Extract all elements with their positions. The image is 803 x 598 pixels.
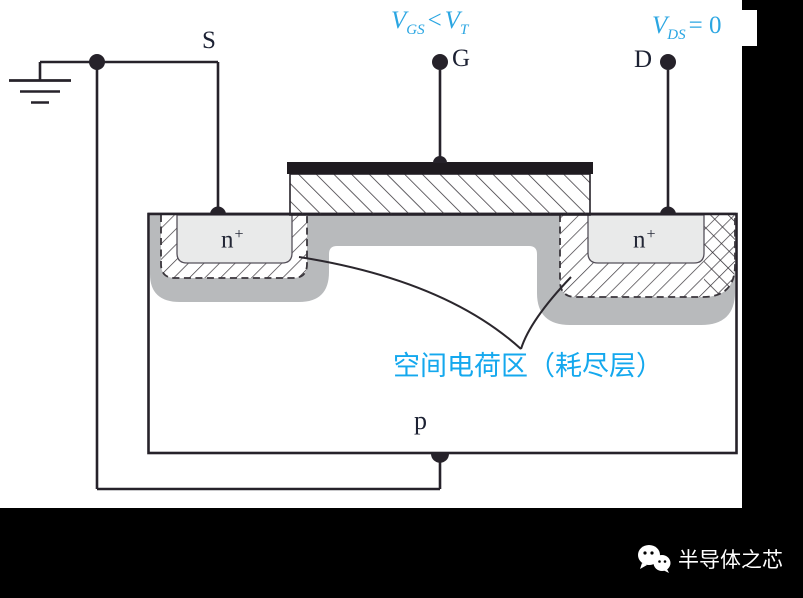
body-junction-dot bbox=[89, 54, 105, 70]
nplus-left-box bbox=[176, 214, 293, 264]
gate-oxide-hatch bbox=[289, 173, 591, 216]
depletion-callout-label: 空间电荷区（耗尽层） bbox=[393, 351, 663, 382]
source-contact-bump bbox=[210, 206, 226, 215]
gate-terminal-label: G bbox=[452, 45, 471, 72]
vds-condition-label: VDS= 0 bbox=[652, 12, 757, 43]
vgs-operator: < bbox=[427, 7, 442, 34]
bottom-black-band bbox=[0, 508, 803, 598]
gate-contact-bump bbox=[433, 156, 447, 163]
right-well-hatch-pattern-corner bbox=[704, 215, 735, 297]
nplus-left-base: n bbox=[221, 226, 234, 254]
vgs-sub2: T bbox=[460, 22, 469, 38]
vgs-v2: V bbox=[444, 7, 461, 34]
gate-metal-bar bbox=[287, 162, 593, 174]
drain-terminal-label: D bbox=[634, 46, 653, 73]
drain-terminal-dot bbox=[660, 54, 676, 70]
source-terminal-label: S bbox=[202, 27, 216, 54]
substrate-label: p bbox=[414, 406, 427, 435]
nplus-right-label: n+ bbox=[633, 226, 656, 254]
wiring bbox=[38, 60, 670, 491]
pointer-curve-right bbox=[520, 276, 572, 350]
ground-icon bbox=[9, 79, 71, 104]
vgs-condition-label: VGS<VT bbox=[391, 7, 468, 38]
vds-equals-zero: = 0 bbox=[688, 12, 722, 39]
left-well-dashed-border bbox=[160, 215, 308, 279]
nplus-right-sup: + bbox=[646, 226, 656, 243]
vds-label-patch: VDS= 0 bbox=[640, 10, 757, 46]
vds-v: V bbox=[652, 12, 668, 39]
nplus-left-sup: + bbox=[234, 226, 244, 243]
right-black-band bbox=[742, 0, 803, 598]
drain-contact-bump bbox=[660, 206, 676, 215]
body-contact-bump bbox=[431, 453, 449, 463]
nplus-left-label: n+ bbox=[221, 226, 244, 254]
gate-terminal-dot bbox=[432, 54, 448, 70]
wechat-bubbles-icon bbox=[638, 545, 671, 573]
depletion-pointer bbox=[298, 256, 572, 350]
vds-sub: DS bbox=[667, 27, 686, 43]
watermark-text: 半导体之芯 bbox=[678, 548, 783, 572]
pointer-curve-left bbox=[298, 256, 522, 350]
nplus-right-box bbox=[587, 214, 705, 264]
vgs-v1: V bbox=[391, 7, 407, 34]
nplus-right-base: n bbox=[633, 226, 646, 254]
vgs-sub1: GS bbox=[406, 22, 425, 38]
watermark: 半导体之芯 bbox=[636, 544, 783, 574]
contacts bbox=[89, 54, 676, 463]
